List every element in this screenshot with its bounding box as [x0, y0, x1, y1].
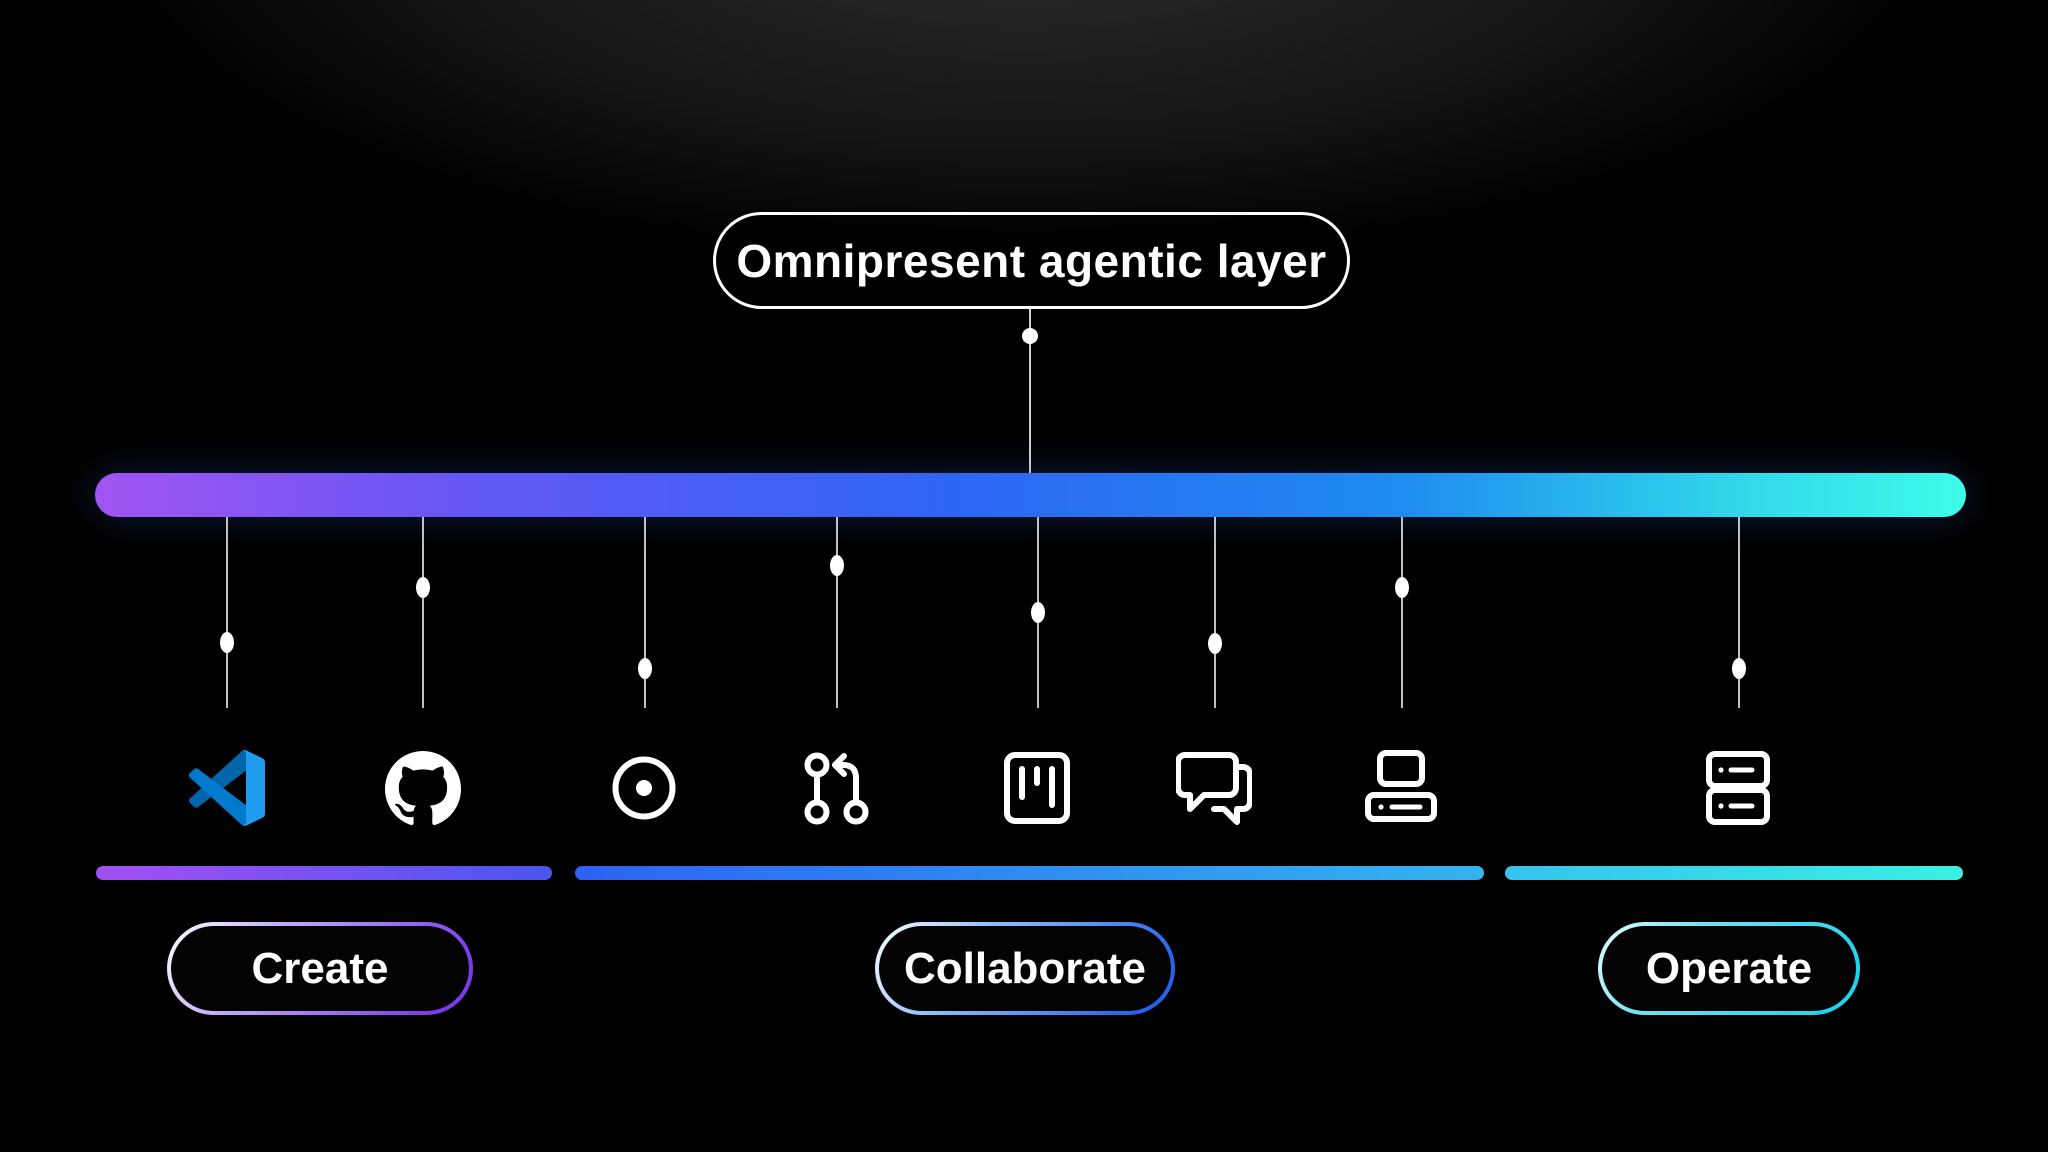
operate-label: Operate [1645, 943, 1813, 993]
desktop-computer-icon [1363, 750, 1439, 826]
connector-line [1214, 517, 1216, 708]
server-rack-icon [1700, 750, 1776, 826]
connector-line [836, 517, 838, 708]
record-circle-icon [606, 750, 682, 826]
connector-dot [1395, 577, 1409, 598]
connector-dot [416, 577, 430, 598]
create-underline [96, 866, 552, 880]
gradient-layer-bar [95, 473, 1966, 517]
github-icon [385, 750, 461, 826]
project-board-icon [999, 750, 1075, 826]
connector-dot [830, 555, 844, 576]
operate-pill: Operate [1598, 922, 1860, 1015]
connector-line [422, 517, 424, 708]
connector-line [1738, 517, 1740, 708]
create-pill: Create [167, 922, 473, 1015]
collaborate-underline [575, 866, 1484, 880]
title-label: Omnipresent agentic layer [736, 234, 1327, 287]
operate-underline [1505, 866, 1963, 880]
title-connector-dot [1022, 328, 1038, 344]
connector-line [644, 517, 646, 708]
git-pull-request-icon [798, 750, 874, 826]
create-label: Create [251, 943, 389, 993]
title-pill: Omnipresent agentic layer [713, 212, 1350, 309]
connector-line [226, 517, 228, 708]
collaborate-label: Collaborate [903, 943, 1147, 993]
connector-dot [1732, 658, 1746, 679]
comment-discussion-icon [1176, 750, 1252, 826]
connector-dot [1208, 633, 1222, 654]
connector-dot [220, 632, 234, 653]
title-connector-line [1029, 309, 1031, 473]
connector-dot [638, 658, 652, 679]
vscode-icon [189, 750, 265, 826]
connector-dot [1031, 602, 1045, 623]
collaborate-pill: Collaborate [875, 922, 1175, 1015]
connector-line [1401, 517, 1403, 708]
